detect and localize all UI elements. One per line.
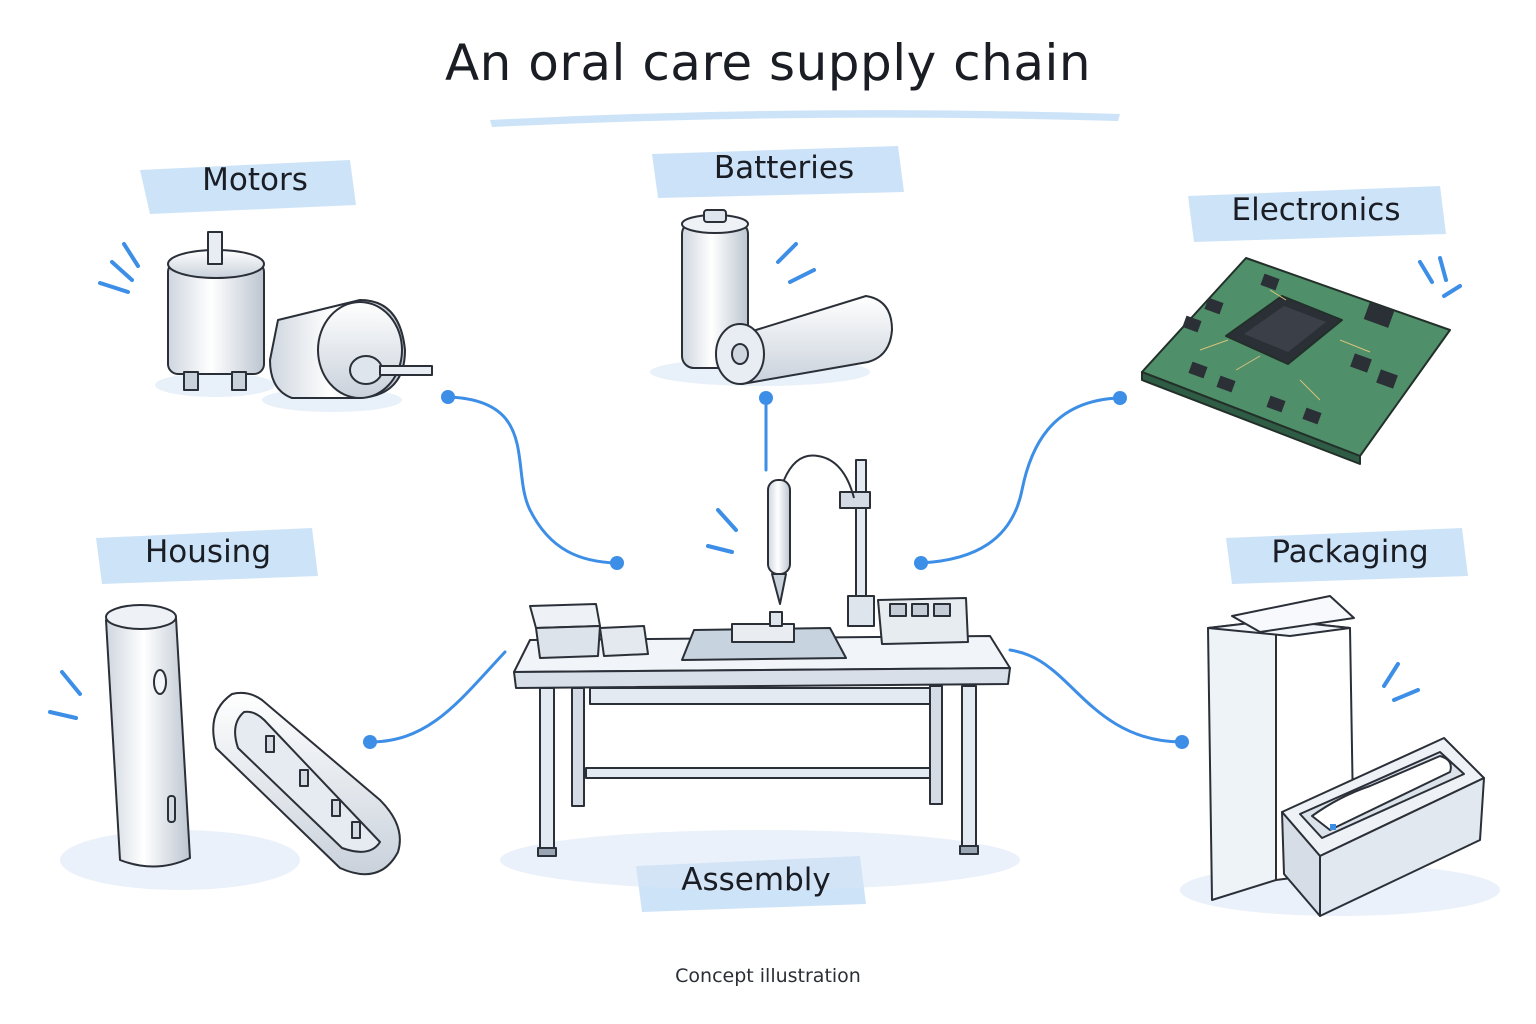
title-underline [490,110,1120,127]
connector-motors [446,395,619,565]
connectors [368,395,1184,744]
label-housing: Housing [144,534,272,570]
packaging-highlight [1226,528,1468,584]
box-icon [1180,595,1500,917]
battery-icon [650,209,893,386]
circuit-board-icon [1141,257,1451,465]
batteries-highlight [652,146,904,198]
electronics-highlight [1188,186,1446,242]
diagram-title: An oral care supply chain [444,34,1092,92]
label-packaging: Packaging [1271,534,1429,570]
label-batteries: Batteries [713,150,855,186]
motors-highlight [140,160,356,214]
connector-housing [368,650,507,744]
connector-dots [363,390,1189,749]
housing-shell-icon [60,604,401,890]
connector-electronics [919,396,1122,565]
label-electronics: Electronics [1231,192,1401,228]
label-motors: Motors [202,162,308,198]
connector-packaging [1008,648,1184,744]
motor-icon [155,231,433,412]
label-assembly: Assembly [681,862,831,898]
housing-highlight [96,528,318,584]
caption: Concept illustration [675,965,861,987]
workbench-icon [500,454,1020,890]
accent-ticks [48,242,1462,720]
